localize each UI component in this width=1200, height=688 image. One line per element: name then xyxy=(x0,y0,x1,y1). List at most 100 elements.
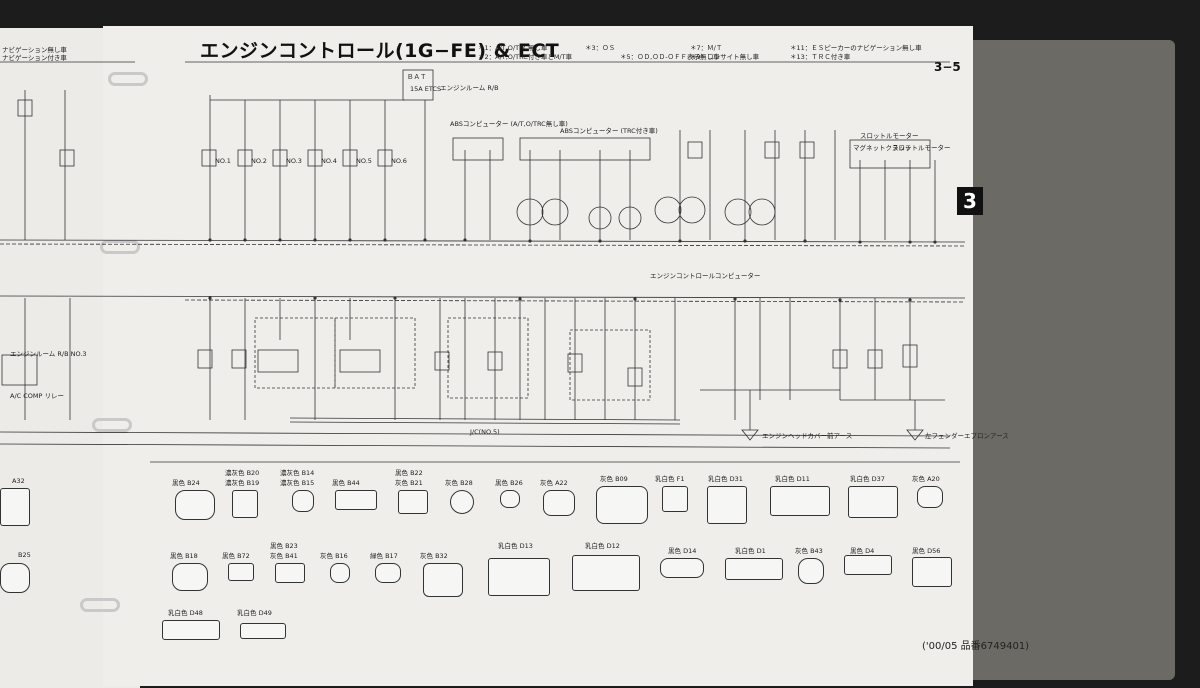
connector-label: 乳白色 D1 xyxy=(735,547,766,555)
connector-label: 灰色 B28 xyxy=(445,479,473,487)
connector-label: 灰色 B09 xyxy=(600,475,628,483)
connector-label: 乳白色 D13 xyxy=(498,542,533,550)
connector-b26 xyxy=(500,490,520,508)
binder-ring xyxy=(100,240,140,254)
connector-label: 濃灰色 B20 xyxy=(225,469,260,477)
note: ＊5：ＯＤ,ＯＤ-ＯＦＦ表示無し車 xyxy=(620,53,720,61)
coil-label: NO.2 xyxy=(251,157,267,165)
connector-d31 xyxy=(707,486,747,524)
abs-computer-trc-label: ABSコンピューター (TRC付き車) xyxy=(560,127,658,135)
fuse-label: 15A ETCS xyxy=(410,85,442,93)
connector-b28 xyxy=(450,490,474,514)
connector-b15 xyxy=(292,490,314,512)
note: ＊9：コンサイト無し車 xyxy=(690,53,760,61)
connector-label: 乳白色 D49 xyxy=(237,609,272,617)
ground-label: エンジンヘッドカバー前アース xyxy=(762,432,853,440)
abs-computer-label: ABSコンピューター (A/T,O/TRC無し車) xyxy=(450,120,568,128)
note: ＊11：ＥＳピーカーのナビゲーション無し車 xyxy=(790,44,922,52)
connector-label: B25 xyxy=(18,551,31,559)
note: ＊2：A/T,O/TRC付き車とM/T車 xyxy=(478,53,573,61)
connector-label: 黒色 B72 xyxy=(222,552,250,560)
connector-label: 乳白色 D12 xyxy=(585,542,620,550)
connector-b19 xyxy=(232,490,258,518)
battery-label: ＢＡＴ xyxy=(407,73,427,81)
coil-label: NO.6 xyxy=(391,157,407,165)
relay-label: A/C COMP リレー xyxy=(10,392,64,400)
connector-label: 黒色 B44 xyxy=(332,479,360,487)
binder-ring xyxy=(108,72,148,86)
connector-label: A32 xyxy=(12,477,25,485)
note: ＊13：ＴＲＣ付き車 xyxy=(790,53,851,61)
connector-f1 xyxy=(662,486,688,512)
connector-d1 xyxy=(725,558,783,580)
connector-d14 xyxy=(660,558,704,578)
relay-block-label: エンジンルーム R/B xyxy=(440,84,499,92)
connector-label: 灰色 B43 xyxy=(795,547,823,555)
connector-label: 灰色 B16 xyxy=(320,552,348,560)
note: ＊7：Ｍ/Ｔ xyxy=(690,44,723,52)
page-title: エンジンコントロール(1G−FE) & ECT xyxy=(200,40,560,62)
connector-label: 乳白色 F1 xyxy=(655,475,685,483)
throttle-motor-label: スロットルモーター xyxy=(860,132,919,140)
connector-d56 xyxy=(912,557,952,587)
connector-a20 xyxy=(917,486,943,508)
connector-d4 xyxy=(844,555,892,575)
connector-label: 黒色 D4 xyxy=(850,547,875,555)
connector-label: 黒色 D56 xyxy=(912,547,941,555)
connector-b44 xyxy=(335,490,377,510)
connector-b41 xyxy=(275,563,305,583)
connector-label: 濃灰色 B14 xyxy=(280,469,315,477)
connector-label: 灰色 A20 xyxy=(912,475,940,483)
connector-d49 xyxy=(240,623,286,639)
binder-ring xyxy=(92,418,132,432)
connector-label: 灰色 B32 xyxy=(420,552,448,560)
connector-b18 xyxy=(172,563,208,591)
connector-b32 xyxy=(423,563,463,597)
connector-label: 黒色 B26 xyxy=(495,479,523,487)
page-number: 3−5 xyxy=(934,60,961,74)
connector-b21 xyxy=(398,490,428,514)
connector-a22 xyxy=(543,490,575,516)
connector-b72 xyxy=(228,563,254,581)
note: ＊1：A/T,O/TRC無し車 xyxy=(478,44,548,52)
connector-label: 濃灰色 B19 xyxy=(225,479,260,487)
connector-d12 xyxy=(572,555,640,591)
connector-d48 xyxy=(162,620,220,640)
connector-d11 xyxy=(770,486,830,516)
ground-label: 左フェンダーエプロンアース xyxy=(925,432,1009,440)
coil-label: NO.4 xyxy=(321,157,337,165)
connector-label: 黒色 D14 xyxy=(668,547,697,555)
connector-label: 濃灰色 B15 xyxy=(280,479,315,487)
throttle-motor-inner-label: スロットルモーター xyxy=(892,144,951,152)
connector-a32 xyxy=(0,488,30,526)
connector-label: 黒色 B22 xyxy=(395,469,423,477)
connector-d13 xyxy=(488,558,550,596)
note: ＊3：ＯＳ xyxy=(585,44,616,52)
coil-label: NO.1 xyxy=(215,157,231,165)
binder-ring xyxy=(80,598,120,612)
connector-label: 黒色 B18 xyxy=(170,552,198,560)
left-note: ナビゲーション付き車 xyxy=(2,54,67,62)
connector-label: 乳白色 D37 xyxy=(850,475,885,483)
junction-label: J/C(NO.5) xyxy=(470,428,500,436)
ecu-label: エンジンコントロールコンピューター xyxy=(650,272,761,280)
connector-d37 xyxy=(848,486,898,518)
connector-label: 緑色 B17 xyxy=(370,552,398,560)
footer-code: ('00/05 品番6749401) xyxy=(922,641,1030,652)
connector-b25 xyxy=(0,563,30,593)
connector-label: 乳白色 D11 xyxy=(775,475,810,483)
connector-label: 灰色 B41 xyxy=(270,552,298,560)
coil-label: NO.3 xyxy=(286,157,302,165)
connector-label: 灰色 A22 xyxy=(540,479,568,487)
relay-box-label: エンジンルーム R/B NO.3 xyxy=(10,350,87,358)
connector-label: 黒色 B23 xyxy=(270,542,298,550)
connector-b24 xyxy=(175,490,215,520)
section-tab: 3 xyxy=(957,187,983,215)
magnet-clutch-label: マグネットクラッチ xyxy=(853,144,912,152)
connector-b17 xyxy=(375,563,401,583)
connector-label: 乳白色 D48 xyxy=(168,609,203,617)
connector-b09 xyxy=(596,486,648,524)
connector-label: 灰色 B21 xyxy=(395,479,423,487)
connector-label: 乳白色 D31 xyxy=(708,475,743,483)
